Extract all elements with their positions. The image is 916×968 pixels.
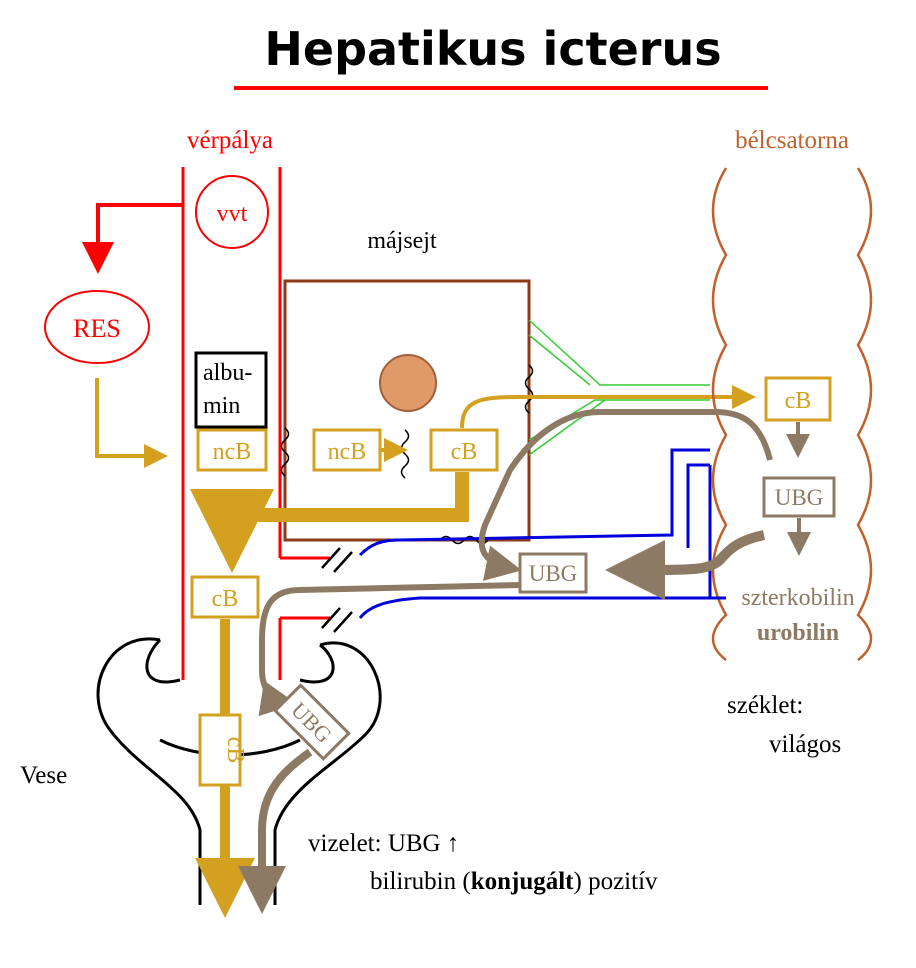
vizelet-line2-part-c: ) pozitív [574, 868, 659, 895]
ncb-label-2: ncB [328, 439, 367, 465]
res-label: RES [73, 314, 121, 343]
cb-kidney-box [198, 713, 242, 787]
cb-liver-label: cB [451, 439, 478, 465]
vvt-label: vvt [217, 201, 248, 227]
ubg-mid-box [518, 552, 588, 594]
szeklet-label-line1: széklet: [727, 692, 803, 719]
szeklet-label-line2: világos [769, 731, 841, 758]
vvt-circle [195, 175, 269, 249]
vizelet-label-line1: vizelet: UBG ↑ [308, 830, 459, 857]
verpalya-label: vérpálya [187, 127, 273, 154]
ubg-gut-to-mid-arrow [605, 530, 766, 600]
res-to-ncb-arrow [95, 378, 168, 468]
transporter-squiggle-1 [280, 427, 290, 477]
cb-blood-label: cB [212, 586, 239, 612]
transporter-squiggle-2 [400, 429, 410, 479]
cb-kidney-label: cB [222, 737, 248, 764]
cb-gut-label: cB [785, 388, 812, 414]
albumin-box [194, 351, 268, 429]
portal-vein-lower [358, 463, 726, 619]
kidney-right-inner [299, 643, 335, 684]
albumin-label-line1: albu- [203, 360, 252, 386]
ubg-kidney-box [273, 683, 351, 761]
break-mark-upper [321, 547, 353, 573]
ubg-kidney-to-urine-arrow [238, 748, 313, 914]
kidney-left-inner [145, 638, 181, 684]
gut-left-wall [711, 167, 728, 661]
urobilin-label: urobilin [757, 620, 839, 646]
cb-gut-box [764, 376, 832, 422]
nucleus [379, 354, 437, 412]
ubg-gut-box [762, 476, 836, 518]
vizelet-line2-part-a: bilirubin ( [370, 868, 471, 895]
bile-duct-lines [528, 319, 710, 456]
vvt-to-res-arrow [82, 203, 183, 274]
majsejt-label: májsejt [367, 228, 437, 254]
belcsatorna-label: bélcsatorna [735, 127, 849, 154]
ncb-label-1: ncB [213, 439, 252, 465]
blood-vessel-lower-wall [278, 556, 330, 680]
cb-liver-box [429, 428, 499, 472]
cb-blood-box [190, 575, 260, 619]
vizelet-line2-part-b: konjugált [471, 868, 574, 895]
ubg-kidney-group: UBG [273, 683, 351, 761]
cb-to-blood-arrow [190, 472, 469, 573]
szterkobilin-label: szterkobilin [741, 585, 854, 611]
vizelet-label-line2: bilirubin (konjugált) pozitív [370, 868, 658, 895]
albumin-label-line2: min [203, 393, 240, 419]
portal-vein-upper [358, 448, 710, 557]
cb-to-gut-arrow [460, 385, 756, 429]
kidney-left-outline [96, 637, 202, 905]
ncb-box-1 [196, 428, 268, 472]
ubg-mid-to-kidney-arrow [258, 582, 521, 717]
ncb-box-2 [312, 428, 382, 472]
gut-right-wall [856, 167, 873, 661]
kidney-right-outline [273, 641, 382, 905]
page-title: Hepatikus icterus [264, 22, 721, 76]
break-mark-lower [321, 607, 353, 633]
ubg-mid-label: UBG [529, 561, 578, 586]
vese-label: Vese [20, 762, 67, 789]
ubg-gut-to-liver-arrow [478, 409, 773, 581]
ubg-gut-label: UBG [775, 485, 824, 510]
transporter-squiggle-3 [524, 364, 534, 414]
res-ellipse [44, 290, 150, 364]
